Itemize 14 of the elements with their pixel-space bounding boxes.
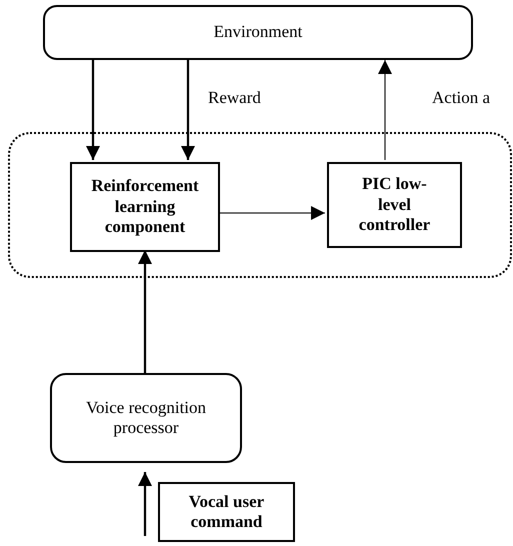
arrow	[138, 250, 152, 373]
arrow	[218, 206, 326, 220]
text-label: Reward	[208, 88, 261, 108]
process-box: PIC low-level controller	[327, 162, 462, 248]
arrow	[378, 60, 392, 160]
process-box: Voice recognition processor	[50, 373, 242, 463]
arrow	[181, 60, 195, 160]
process-box: Reinforcement learning component	[70, 162, 220, 252]
input-box: Vocal user command	[158, 482, 295, 542]
text-label: Action a	[432, 88, 490, 108]
environment-box: Environment	[43, 5, 473, 60]
arrow	[138, 472, 152, 536]
arrow	[86, 60, 100, 160]
group-container	[8, 132, 512, 278]
